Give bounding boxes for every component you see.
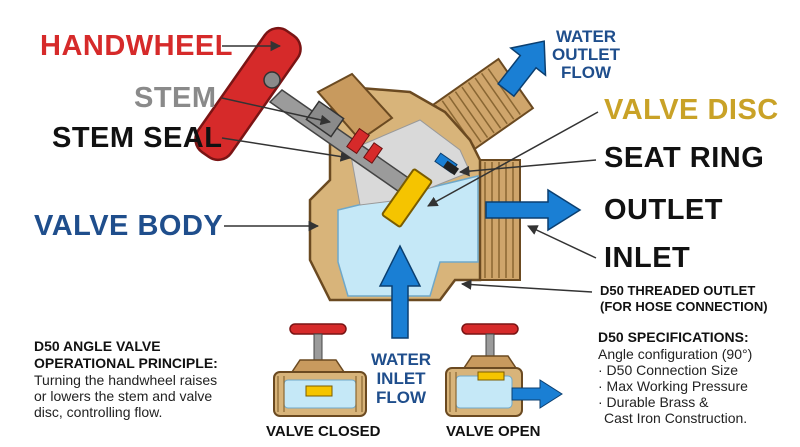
stem-seal-label: STEM SEAL [52, 122, 223, 154]
threaded-outlet-label: D50 THREADED OUTLET (FOR HOSE CONNECTION… [600, 283, 768, 315]
water-outlet-flow-line-2: OUTLET [552, 45, 620, 64]
valve-disc-shape [381, 152, 460, 228]
threaded-outlet-line-1: D50 THREADED OUTLET [600, 283, 756, 298]
inlet-label: INLET [604, 242, 691, 274]
seat-ring-label: SEAT RING [604, 142, 765, 174]
water-outlet-flow-label: WATER OUTLET FLOW [548, 28, 624, 82]
specifications: D50 SPECIFICATIONS: Angle configuration … [598, 328, 794, 426]
water-inlet-flow-line-1: WATER [370, 350, 432, 369]
spec-item: · Durable Brass & [598, 394, 709, 410]
principle-body-line-2: or lowers the stem and valve [34, 388, 213, 404]
operational-principle: D50 ANGLE VALVE OPERATIONAL PRINCIPLE: T… [34, 338, 258, 420]
principle-body-line-1: Turning the handwheel raises [34, 372, 218, 388]
principle-title-line-1: D50 ANGLE VALVE [34, 338, 161, 354]
specifications-title: D50 SPECIFICATIONS: [598, 329, 749, 345]
valve-disc-label: VALVE DISC [604, 94, 779, 126]
principle-body-line-3: disc, controlling flow. [34, 404, 163, 420]
leader-lines [221, 40, 599, 293]
flow-arrows [378, 40, 582, 339]
water-inlet-flow-line-2: INLET [376, 369, 426, 388]
valve-closed-caption: VALVE CLOSED [266, 423, 381, 440]
outlet-label: OUTLET [604, 194, 723, 226]
valve-open-illustration [445, 323, 563, 417]
spec-item: Angle configuration (90°) [598, 346, 753, 362]
handwheel-label: HANDWHEEL [40, 30, 233, 62]
spec-item: Cast Iron Construction. [604, 410, 748, 426]
water-inlet-flow-line-3: FLOW [375, 388, 427, 407]
water-outlet-flow-line-1: WATER [555, 27, 617, 46]
water-inlet-flow-label: WATER INLET FLOW [364, 350, 438, 407]
valve-closed-illustration [273, 323, 367, 417]
stem-label: STEM [134, 82, 217, 114]
spec-item: · D50 Connection Size [598, 362, 739, 378]
valve-open-caption: VALVE OPEN [446, 423, 541, 440]
spec-item: · Max Working Pressure [598, 378, 748, 394]
water-outlet-flow-line-3: FLOW [560, 63, 612, 82]
threaded-outlet-line-2: (FOR HOSE CONNECTION) [600, 299, 768, 314]
principle-title-line-2: OPERATIONAL PRINCIPLE: [34, 355, 218, 371]
valve-body-label: VALVE BODY [34, 210, 224, 242]
